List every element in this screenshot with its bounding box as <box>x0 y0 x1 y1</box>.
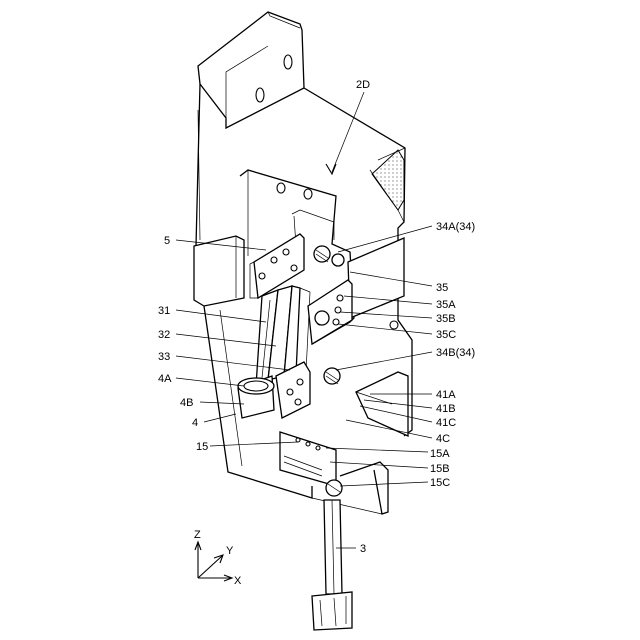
label-15A: 15A <box>430 448 450 460</box>
label-4: 4 <box>192 417 198 429</box>
label-34A: 34A(34) <box>436 221 475 233</box>
label-31: 31 <box>158 305 170 317</box>
axis-x-label: X <box>234 575 242 587</box>
label-33: 33 <box>158 351 170 363</box>
label-4C: 4C <box>436 433 450 445</box>
label-2D: 2D <box>356 79 370 91</box>
label-41A: 41A <box>436 389 456 401</box>
label-4B: 4B <box>180 397 193 409</box>
label-41B: 41B <box>436 403 456 415</box>
axis-z-label: Z <box>194 529 201 541</box>
label-15: 15 <box>196 441 208 453</box>
label-35A: 35A <box>436 299 456 311</box>
label-15B: 15B <box>430 463 450 475</box>
label-3: 3 <box>360 543 366 555</box>
label-41C: 41C <box>436 417 456 429</box>
axis-triad: Z Y X <box>194 529 242 587</box>
axis-y-label: Y <box>226 545 234 557</box>
shaft-3 <box>312 500 352 630</box>
label-35B: 35B <box>436 313 456 325</box>
label-34B: 34B(34) <box>436 347 475 359</box>
label-35C: 35C <box>436 329 456 341</box>
label-32: 32 <box>158 329 170 341</box>
label-15C: 15C <box>430 477 450 489</box>
label-35: 35 <box>436 282 448 294</box>
label-5: 5 <box>164 235 170 247</box>
label-4A: 4A <box>158 373 172 385</box>
